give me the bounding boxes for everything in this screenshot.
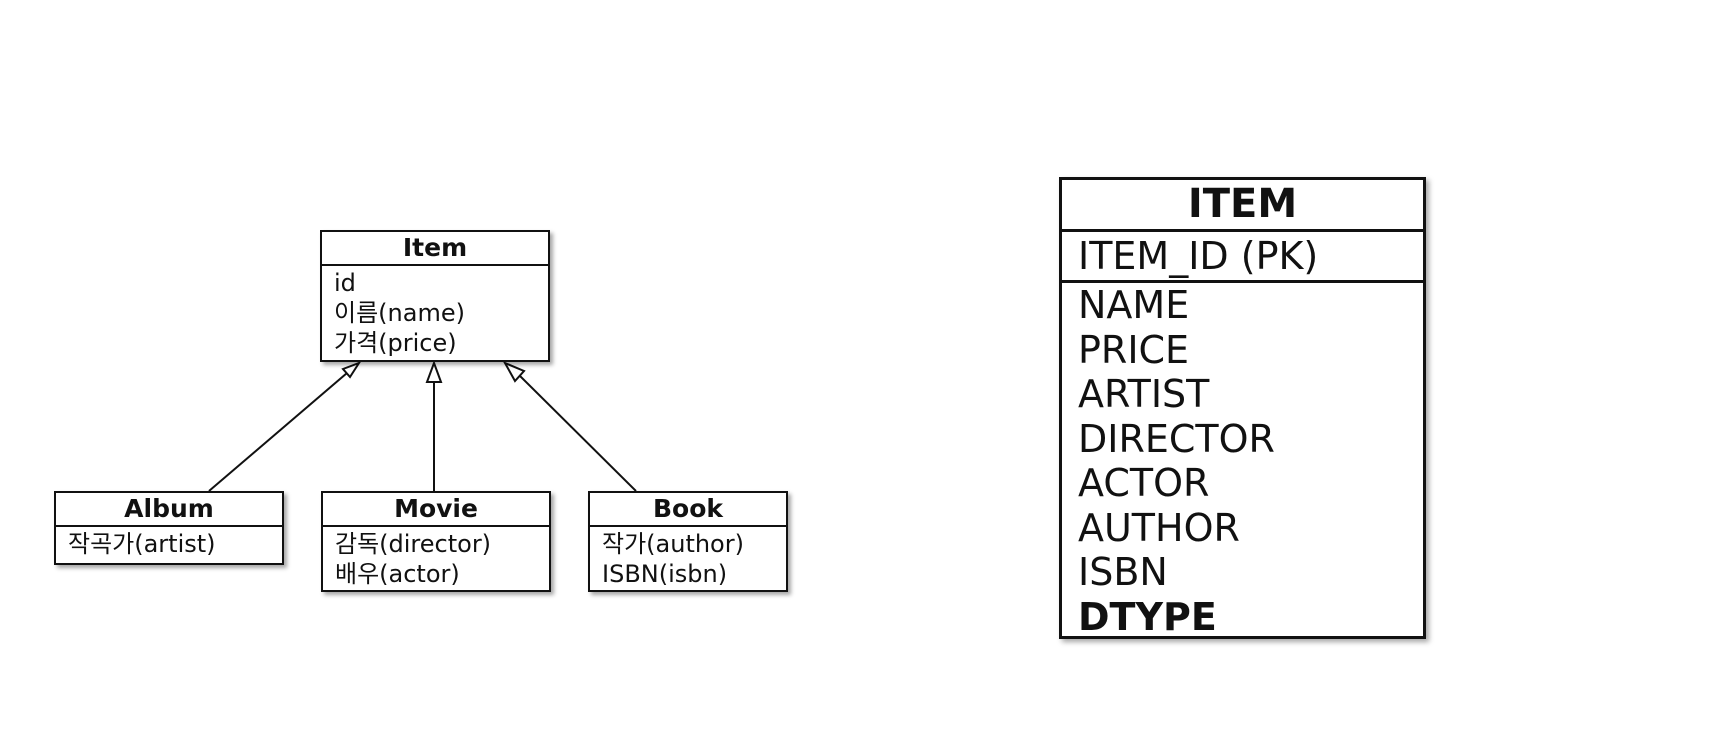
book-generalization-arrowhead — [502, 360, 526, 383]
book-attribute: 작가(author) — [602, 530, 744, 558]
table-column: ISBN — [1078, 550, 1168, 594]
table-column: ACTOR — [1078, 461, 1210, 505]
album-generalization-line — [208, 372, 348, 492]
book-class-name: Book — [590, 493, 786, 527]
discriminator-column: DTYPE — [1078, 594, 1217, 639]
table-columns: NAME PRICE ARTIST DIRECTOR ACTOR AUTHOR … — [1062, 283, 1423, 639]
album-attribute: 작곡가(artist) — [68, 530, 216, 558]
movie-attribute: 감독(director) — [335, 530, 492, 558]
table-name: ITEM — [1062, 180, 1423, 232]
book-class-box: Book 작가(author) ISBN(isbn) — [588, 491, 788, 592]
item-class-name: Item — [322, 232, 548, 266]
movie-class-box: Movie 감독(director) 배우(actor) — [321, 491, 551, 592]
movie-class-attributes: 감독(director) 배우(actor) — [323, 527, 549, 589]
album-generalization-arrowhead — [341, 361, 362, 379]
movie-class-name: Movie — [323, 493, 549, 527]
table-column: AUTHOR — [1078, 505, 1240, 550]
book-attribute: ISBN(isbn) — [602, 560, 728, 588]
book-generalization-line — [518, 374, 637, 492]
book-class-attributes: 작가(author) ISBN(isbn) — [590, 527, 786, 589]
item-attribute: id — [334, 269, 356, 297]
item-class-box: Item id 이름(name) 가격(price) — [320, 230, 550, 362]
movie-attribute: 배우(actor) — [335, 560, 460, 588]
album-class-name: Album — [56, 493, 282, 527]
movie-generalization-arrowhead — [425, 360, 443, 383]
table-column: PRICE — [1078, 327, 1190, 372]
table-column: NAME — [1078, 283, 1190, 327]
album-class-attributes: 작곡가(artist) — [56, 527, 282, 559]
item-class-attributes: id 이름(name) 가격(price) — [322, 266, 548, 358]
album-class-box: Album 작곡가(artist) — [54, 491, 284, 565]
item-attribute: 이름(name) — [334, 299, 465, 327]
item-table: ITEM ITEM_ID (PK) NAME PRICE ARTIST DIRE… — [1059, 177, 1426, 639]
table-column: DIRECTOR — [1078, 416, 1275, 461]
item-attribute: 가격(price) — [334, 329, 457, 357]
table-column: ARTIST — [1078, 372, 1210, 416]
primary-key-column: ITEM_ID (PK) — [1062, 232, 1423, 283]
